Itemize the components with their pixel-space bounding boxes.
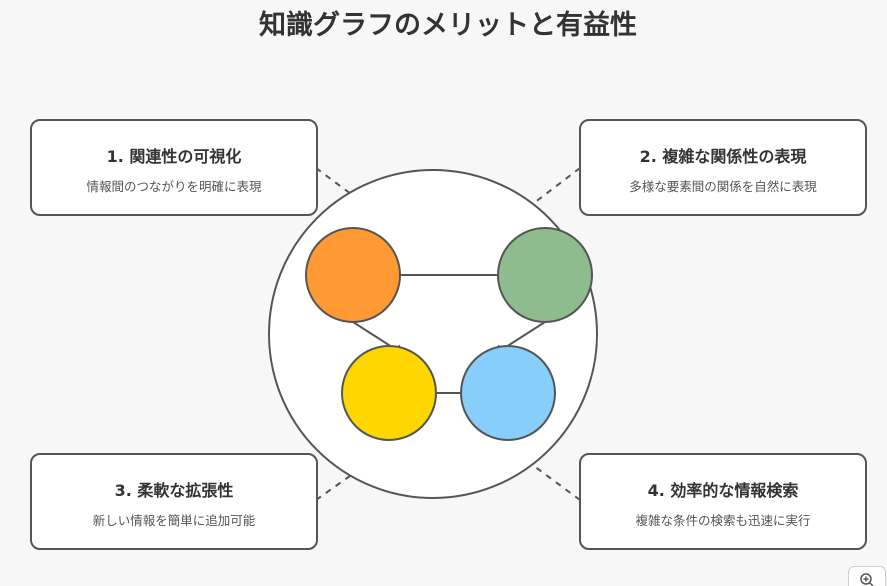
card-4-title: 4. 効率的な情報検索 xyxy=(648,481,799,500)
card-2-description: 多様な要素間の関係を自然に表現 xyxy=(629,179,817,194)
node-blue xyxy=(460,345,556,441)
card-1-title: 1. 関連性の可視化 xyxy=(107,147,242,166)
card-2-box xyxy=(579,119,867,216)
card-1-box xyxy=(30,119,318,216)
node-yellow xyxy=(341,345,437,441)
zoom-in-icon xyxy=(860,573,874,586)
card-4-box xyxy=(579,453,867,550)
card-1-description: 情報間のつながりを明確に表現 xyxy=(86,179,262,194)
card-3: 3. 柔軟な拡張性 新しい情報を簡単に追加可能 xyxy=(30,453,318,550)
card-3-box xyxy=(30,453,318,550)
zoom-in-button[interactable] xyxy=(848,566,886,586)
card-4: 4. 効率的な情報検索 複雑な条件の検索も迅速に実行 xyxy=(579,453,867,550)
card-2: 2. 複雑な関係性の表現 多様な要素間の関係を自然に表現 xyxy=(579,119,867,216)
graph-container-circle xyxy=(268,169,598,499)
node-orange xyxy=(305,227,401,323)
card-1: 1. 関連性の可視化 情報間のつながりを明確に表現 xyxy=(30,119,318,216)
node-green xyxy=(497,227,593,323)
card-3-title: 3. 柔軟な拡張性 xyxy=(115,481,234,500)
card-3-description: 新しい情報を簡単に追加可能 xyxy=(93,513,256,528)
card-2-title: 2. 複雑な関係性の表現 xyxy=(640,147,807,166)
page-title: 知識グラフのメリットと有益性 xyxy=(259,9,637,41)
card-4-description: 複雑な条件の検索も迅速に実行 xyxy=(635,513,810,528)
